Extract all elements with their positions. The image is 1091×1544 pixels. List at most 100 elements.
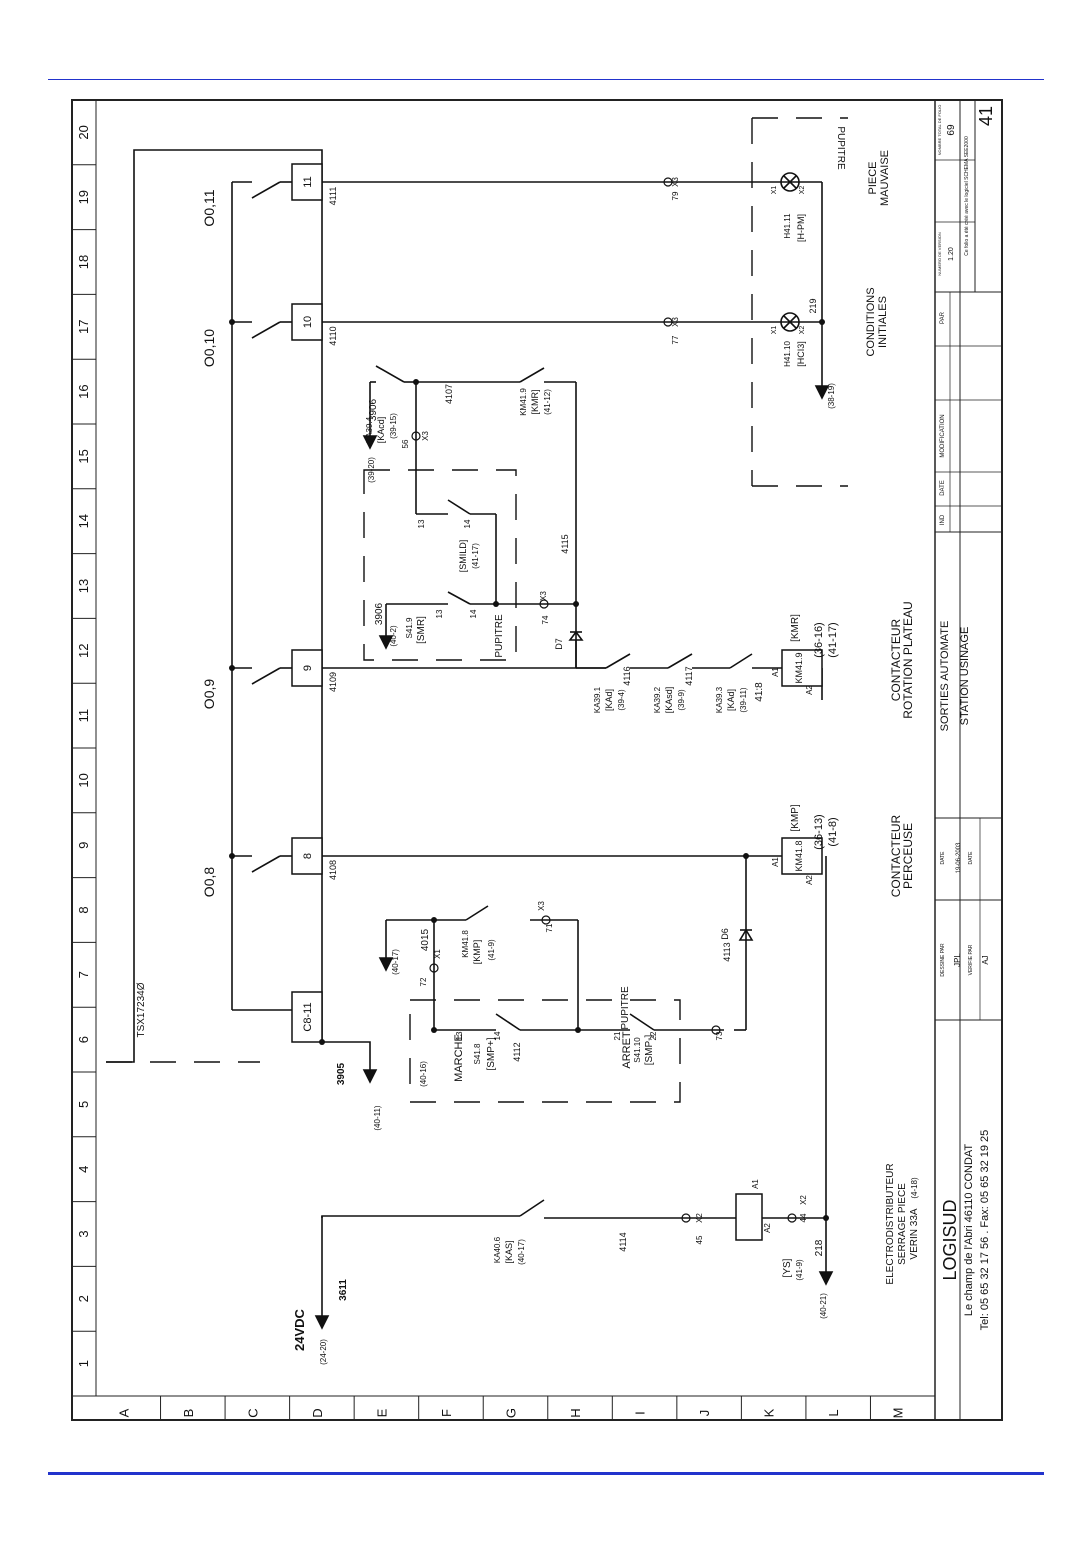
output-name: O0,8 — [201, 867, 217, 898]
output-name: O0,9 — [201, 679, 217, 710]
wiring — [106, 149, 834, 1330]
rot-2: ROTATION PLATEAU — [901, 601, 915, 718]
column-marker-11: 11 — [76, 709, 91, 723]
folio-number: 41 — [976, 106, 996, 126]
wire-4117: 4117 — [684, 666, 694, 685]
column-marker-6: 6 — [76, 1036, 91, 1043]
output-terminal: 8 — [302, 853, 314, 859]
ka393-name: [KAd] — [726, 689, 736, 711]
x3c: X3 — [421, 431, 430, 441]
piece-2: MAUVAISE — [879, 150, 891, 206]
lamp10-x2: X2 — [799, 326, 806, 335]
pupitre-2: PUPITRE — [494, 614, 505, 658]
row-marker-D: D — [310, 1408, 325, 1417]
kmr: [KMR] — [790, 614, 801, 642]
s4117-name: [SMILD] — [458, 540, 468, 573]
term-79: 79 — [671, 191, 680, 200]
km419b-tag: KM41.9 — [519, 388, 528, 416]
t13b: 13 — [435, 609, 444, 618]
ref-3613: (36-13) — [813, 814, 825, 849]
km419-a2: A2 — [805, 685, 814, 695]
piece-1: PIECE — [867, 161, 879, 194]
electro-3: VERIN 33A — [909, 1208, 920, 1259]
wire-4107: 4107 — [444, 384, 454, 404]
cond-1: CONDITIONS — [865, 287, 877, 356]
ka393-tag: KA39.3 — [715, 686, 724, 713]
km418-a2: A2 — [805, 875, 814, 885]
date-value: 19-06-2003 — [956, 842, 962, 873]
s4110-tag: S41.10 — [633, 1037, 642, 1063]
wire-3906b: 3906 — [368, 398, 379, 421]
term-73: 73 — [715, 1031, 724, 1040]
ref-4021: (40-21) — [819, 1293, 828, 1319]
ka40-ref: (40-17) — [517, 1239, 526, 1265]
term-74: 74 — [541, 615, 550, 624]
row-marker-C: C — [245, 1408, 260, 1417]
terminals — [411, 177, 797, 1223]
x3d: X3 — [671, 317, 680, 327]
wire-3906a: 3906 — [374, 602, 385, 625]
term-44: 44 — [799, 1213, 808, 1222]
ys-ref: (41-9) — [795, 1259, 804, 1281]
ind-label: IND — [940, 514, 946, 525]
x1-label: X1 — [433, 949, 442, 959]
date-label-2: DATE — [968, 851, 974, 865]
km418-ref: (41-9) — [487, 939, 496, 961]
column-marker-14: 14 — [76, 514, 91, 528]
output-wire: 4108 — [328, 860, 338, 880]
checked-by: AJ — [981, 955, 990, 964]
ka391-name: [KAd] — [604, 689, 614, 711]
s419-tag: S41.9 — [405, 617, 414, 638]
column-marker-20: 20 — [76, 125, 91, 139]
column-marker-19: 19 — [76, 190, 91, 204]
s4117-ref: (41-17) — [471, 543, 480, 569]
lamp11-x2: X2 — [799, 186, 806, 195]
ref-402: (40-2) — [389, 625, 398, 647]
h4111-name: [H-PM] — [796, 214, 806, 242]
ref-3616: (36-16) — [813, 622, 825, 657]
term-56: 56 — [401, 439, 410, 448]
title-line-2: STATION USINAGE — [959, 627, 971, 726]
date-label-3: DATE — [940, 480, 946, 496]
output-name: O0,10 — [201, 329, 217, 367]
column-marker-8: 8 — [76, 906, 91, 913]
wire-4113: 4113 — [722, 942, 732, 961]
s4110-name: [SMP-] — [644, 1035, 655, 1066]
supply-wire: 3611 — [338, 1279, 349, 1301]
version-value: 1.20 — [948, 247, 955, 261]
supply-ref: (24-20) — [319, 1339, 328, 1365]
s419-name: [SMR] — [416, 616, 427, 644]
s418-name: [SMP+] — [486, 1037, 497, 1070]
date-label: DATE — [940, 851, 946, 865]
row-marker-A: A — [116, 1408, 131, 1417]
t21: 21 — [613, 1031, 622, 1040]
km418-coil: KM41.8 — [794, 840, 804, 871]
ka394-name: [KAcd] — [376, 417, 386, 444]
drawn-by-label: DESSINE PAR — [940, 943, 946, 977]
h4110-tag: H41.10 — [783, 341, 792, 367]
ys-a2: A2 — [763, 1223, 772, 1233]
perc-2: PERCEUSE — [901, 823, 915, 889]
column-marker-12: 12 — [76, 644, 91, 658]
ys-name: [YS] — [782, 1258, 793, 1277]
ka393-ref: (39-11) — [739, 687, 748, 713]
km419-a1: A1 — [771, 667, 780, 677]
row-marker-J: J — [697, 1410, 712, 1417]
perc-1: CONTACTEUR — [889, 814, 903, 897]
column-marker-17: 17 — [76, 320, 91, 334]
km419-coil: KM41.9 — [794, 652, 804, 683]
output-terminal: 9 — [302, 665, 314, 671]
marche: MARCHE — [453, 1034, 465, 1082]
electro-2: SERRAGE PIECE — [897, 1183, 908, 1265]
ys-a1: A1 — [751, 1179, 760, 1189]
common-wire: 3905 — [336, 1062, 347, 1085]
x3b: X3 — [539, 591, 548, 601]
row-marker-K: K — [762, 1408, 777, 1417]
coils — [291, 163, 823, 1241]
d6: D6 — [720, 928, 730, 940]
company-address: Le champ de l'Abri 46110 CONDAT — [963, 1144, 975, 1317]
t14a: 14 — [493, 1031, 502, 1040]
ka40-tag: KA40.6 — [493, 1236, 502, 1263]
